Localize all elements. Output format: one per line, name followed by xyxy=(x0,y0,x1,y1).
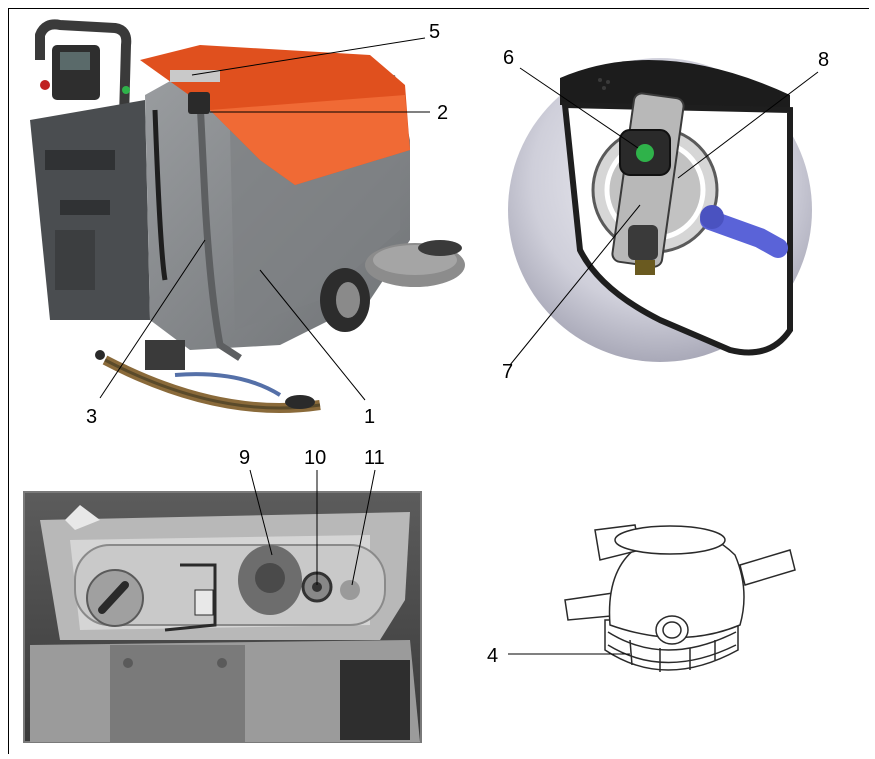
callout-10: 10 xyxy=(304,447,327,469)
callout-7: 7 xyxy=(502,361,514,383)
leader-lines-photo xyxy=(249,469,376,586)
callout-11: 11 xyxy=(364,447,385,469)
callout-5: 5 xyxy=(429,21,441,43)
drain-detail-image xyxy=(508,58,812,362)
callout-9: 9 xyxy=(239,447,251,469)
tank-top-photo xyxy=(23,491,422,743)
callout-2: 2 xyxy=(437,102,449,124)
leader-lines-machine xyxy=(99,37,430,401)
leader-lines-detail xyxy=(509,67,819,366)
callout-1: 1 xyxy=(364,406,376,428)
callout-4: 4 xyxy=(487,645,499,667)
filter-drawing xyxy=(564,524,796,672)
scrubber-machine-image xyxy=(30,19,465,413)
callout-3: 3 xyxy=(86,406,98,428)
callout-6: 6 xyxy=(503,47,515,69)
callout-8: 8 xyxy=(818,49,830,71)
figure-frame xyxy=(8,8,869,754)
